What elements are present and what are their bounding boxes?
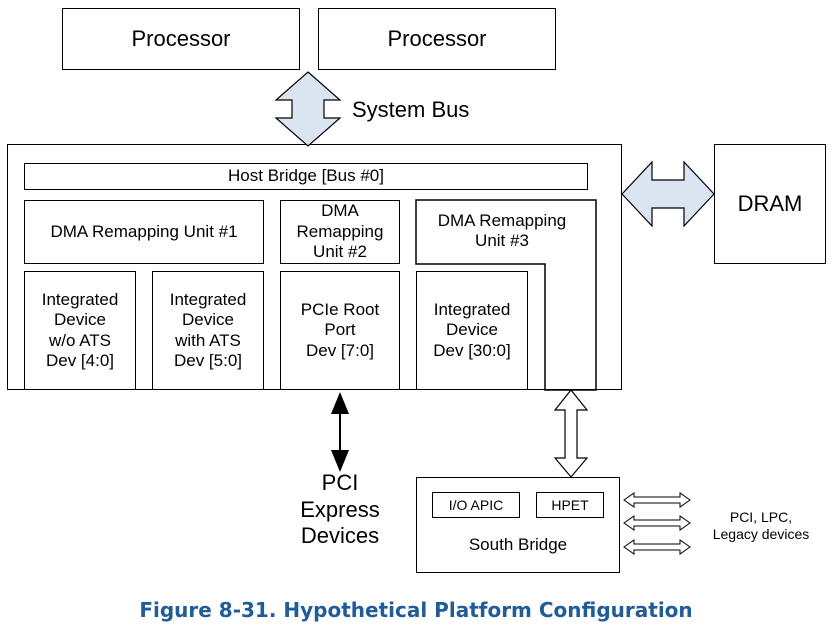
device-box-1 [24,271,136,390]
host-bridge-bar [24,163,588,190]
pci-express-label: PCI Express Devices [300,470,380,549]
processor-label-2: Processor [387,25,487,51]
processor-label-1: Processor [131,25,231,51]
dma-unit-2-label: DMA Remapping Unit #2 [296,201,384,262]
device-box-3 [280,271,400,390]
device-box-2 [152,271,264,390]
device-label-3: PCIe Root Port Dev [7:0] [300,299,380,360]
dram-label: DRAM [737,190,803,216]
dma-unit-3-outline [415,199,597,391]
processor-box-2 [318,8,556,70]
south-bridge-label: South Bridge [468,534,568,554]
dma-unit-2-box [280,200,400,264]
dram-box [714,144,826,264]
south-bridge-arrow [553,389,589,478]
hpet-label: HPET [551,496,589,513]
device-box-4 [416,271,528,390]
dma-unit-1-label: DMA Remapping Unit #1 [50,221,238,241]
legacy-arrow-2 [623,515,691,531]
ioapic-label: I/O APIC [448,496,504,513]
device-label-1: Integrated Device w/o ATS Dev [4:0] [41,289,119,370]
processor-box-1 [62,8,300,70]
legacy-devices-label: PCI, LPC, Legacy devices [712,509,810,542]
pcie-arrow [331,392,349,472]
host-bridge-label: Host Bridge [Bus #0] [228,166,384,186]
device-label-4: Integrated Device Dev [30:0] [433,299,511,360]
system-bus-arrow [274,71,342,147]
system-bus-label: System Bus [352,96,470,122]
hpet-box [536,492,604,518]
legacy-arrow-3 [623,539,691,555]
dma-unit-1-box [24,200,264,264]
dram-arrow [621,160,715,228]
ioapic-box [432,492,520,518]
figure-caption: Figure 8-31. Hypothetical Platform Confi… [139,598,693,622]
dma-unit-3-label: DMA Remapping Unit #3 [437,210,567,250]
legacy-arrow-1 [623,492,691,508]
device-label-2: Integrated Device with ATS Dev [5:0] [169,289,247,370]
